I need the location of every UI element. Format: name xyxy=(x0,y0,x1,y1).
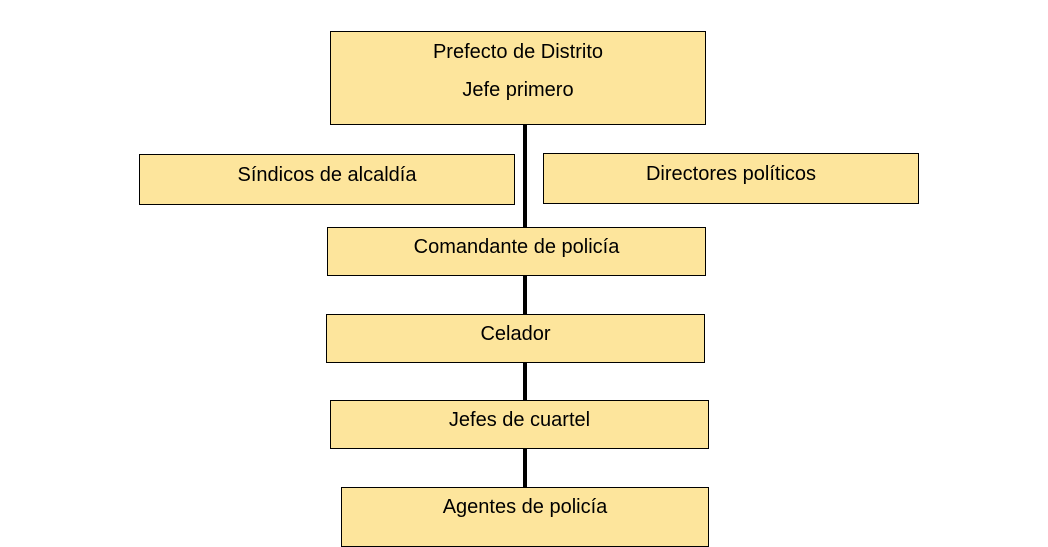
connector-line xyxy=(523,363,527,400)
node-jefes-de-cuartel: Jefes de cuartel xyxy=(330,400,709,449)
connector-line xyxy=(523,125,527,227)
node-directores-politicos: Directores políticos xyxy=(543,153,919,204)
node-comandante-de-policia: Comandante de policía xyxy=(327,227,706,276)
node-label: Prefecto de Distrito xyxy=(432,41,604,63)
node-label: Agentes de policía xyxy=(442,496,608,518)
node-label: Celador xyxy=(480,323,551,345)
node-prefecto-de-distrito: Prefecto de Distrito Jefe primero xyxy=(330,31,706,125)
connector-line xyxy=(523,276,527,314)
connector-line xyxy=(523,449,527,487)
node-celador: Celador xyxy=(326,314,705,363)
node-label: Síndicos de alcaldía xyxy=(237,164,417,186)
node-agentes-de-policia: Agentes de policía xyxy=(341,487,709,547)
node-label: Comandante de policía xyxy=(413,236,620,258)
node-sublabel: Jefe primero xyxy=(462,79,574,101)
node-label: Directores políticos xyxy=(645,163,817,185)
node-label: Jefes de cuartel xyxy=(448,409,591,431)
node-sindicos-de-alcaldia: Síndicos de alcaldía xyxy=(139,154,515,205)
